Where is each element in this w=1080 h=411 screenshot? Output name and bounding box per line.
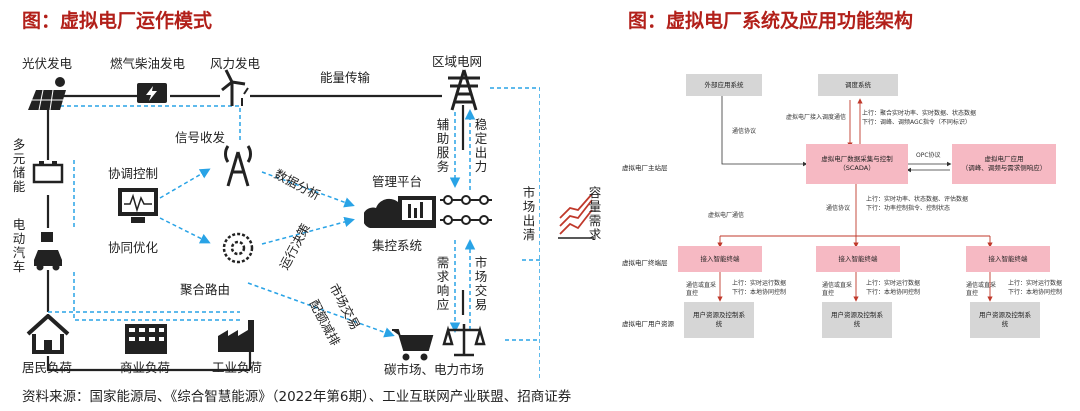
- label-stable-output: 稳定出力: [474, 117, 488, 174]
- generator-icon: [137, 83, 167, 103]
- note-up-2: 上行：实时运行数据: [866, 280, 921, 287]
- label-wind: 风力发电: [210, 56, 261, 71]
- source-note: 资料来源：国家能源局、《综合智慧能源》（2022年第6期）、工业互联网产业联盟、…: [22, 389, 572, 405]
- wind-turbine-icon: [221, 69, 249, 106]
- note-terminal-up: 上行：实时功率、状态数据、评估数据: [866, 196, 969, 203]
- note-opc: OPC协议: [916, 152, 941, 159]
- commercial-building-icon: [125, 324, 167, 354]
- server-cloud-icon: [364, 196, 436, 228]
- battery-icon: [32, 161, 64, 184]
- note-down-2: 下行：本地协同控制: [866, 289, 921, 296]
- note-direct-3: 通信或直采直控: [966, 282, 997, 298]
- label-commercial: 商业负荷: [120, 360, 171, 375]
- label-coord-opt: 协同优化: [108, 240, 159, 255]
- label-energy-transfer: 能量传输: [320, 70, 371, 85]
- label-industrial: 工业负荷: [212, 360, 263, 375]
- label-aggregate-route: 聚合路由: [180, 282, 231, 297]
- label-demand-response: 需求响应: [436, 255, 450, 312]
- circuit-icon: [440, 195, 492, 225]
- note-comm-protocol-2: 通信协议: [826, 205, 851, 212]
- scada-box: 虚拟电厂数据采集与控制 （SCADA）: [806, 144, 908, 184]
- label-coord-control: 协调控制: [108, 166, 159, 181]
- right-title: 图：虚拟电厂系统及应用功能架构: [628, 10, 914, 32]
- smart-terminal-box-1: 接入智能终端: [678, 246, 762, 272]
- label-diesel: 燃气柴油发电: [110, 56, 186, 71]
- left-title: 图：虚拟电厂运作模式: [22, 10, 213, 32]
- dispatch-system-box: 调度系统: [818, 74, 898, 96]
- signal-tower-icon: [223, 145, 253, 187]
- label-market-trade: 市场交易: [474, 255, 488, 312]
- market-chart-icon: [558, 193, 594, 239]
- label-storage: 多元储能: [12, 137, 26, 194]
- cart-icon: [392, 329, 434, 361]
- label-central-system: 集控系统: [372, 238, 423, 253]
- label-carbon-power-market: 碳市场、电力市场: [384, 362, 485, 377]
- label-signal: 信号收发: [175, 130, 226, 145]
- label-aux-service: 辅助服务: [436, 117, 450, 174]
- note-dispatch-up: 上行：聚合实时功率、实时数据、状态数据: [862, 110, 977, 117]
- user-resource-box-2: 用户资源及控制系统: [822, 302, 892, 338]
- ev-icon: [34, 232, 62, 271]
- layer-user: 虚拟电厂用户资源: [622, 320, 674, 328]
- note-down-3: 下行：本地协同控制: [1008, 289, 1063, 296]
- monitor-icon: [118, 188, 158, 223]
- gear-icon: [222, 232, 254, 264]
- note-up-1: 上行：实时运行数据: [732, 280, 787, 287]
- right-diagram-lines: [717, 96, 993, 302]
- note-direct-1: 通信或直采直控: [686, 282, 717, 298]
- label-residential: 居民负荷: [22, 360, 73, 375]
- note-access-dispatch: 虚拟电厂接入调度通信: [786, 114, 847, 121]
- grid-tower-icon: [448, 69, 480, 111]
- label-market-clear: 市场出清: [522, 185, 536, 242]
- scada-sub: （SCADA）: [839, 164, 875, 172]
- layer-main: 虚拟电厂主站层: [622, 164, 668, 172]
- scale-icon: [442, 324, 486, 357]
- note-vpp-comm: 虚拟电厂通信: [708, 212, 745, 219]
- user-resource-box-3: 用户资源及控制系统: [970, 302, 1040, 338]
- vpp-app-title: 虚拟电厂应用: [984, 155, 1024, 164]
- label-mgmt-platform: 管理平台: [372, 174, 423, 189]
- note-comm-protocol: 通信协议: [732, 128, 757, 135]
- smart-terminal-box-3: 接入智能终端: [966, 246, 1050, 272]
- house-icon: [26, 314, 70, 354]
- label-capacity-demand: 容量需求: [588, 185, 602, 242]
- note-down-1: 下行：本地协同控制: [732, 289, 787, 296]
- layer-terminal: 虚拟电厂终端层: [622, 259, 668, 267]
- label-ev: 电动汽车: [12, 217, 26, 274]
- vpp-app-box: 虚拟电厂应用 （调峰、调频与需求侧响应）: [952, 144, 1056, 184]
- note-direct-2: 通信或直采直控: [822, 282, 853, 298]
- note-dispatch-down: 下行：调峰、调频AGC指令（不同标识）: [862, 119, 971, 126]
- note-terminal-down: 下行：功率控制指令、控制状态: [866, 205, 951, 212]
- user-resource-box-1: 用户资源及控制系统: [684, 302, 754, 338]
- vpp-app-sub: （调峰、调频与需求侧响应）: [961, 164, 1047, 172]
- label-regional-grid: 区域电网: [432, 54, 483, 69]
- solar-panel-icon: [28, 77, 66, 111]
- scada-title: 虚拟电厂数据采集与控制: [821, 155, 893, 164]
- external-system-box: 外部应用系统: [686, 74, 762, 96]
- left-diagram-lines: [46, 87, 540, 380]
- smart-terminal-box-2: 接入智能终端: [816, 246, 900, 272]
- note-up-3: 上行：实时运行数据: [1008, 280, 1063, 287]
- label-solar: 光伏发电: [22, 56, 73, 71]
- factory-icon: [218, 320, 254, 352]
